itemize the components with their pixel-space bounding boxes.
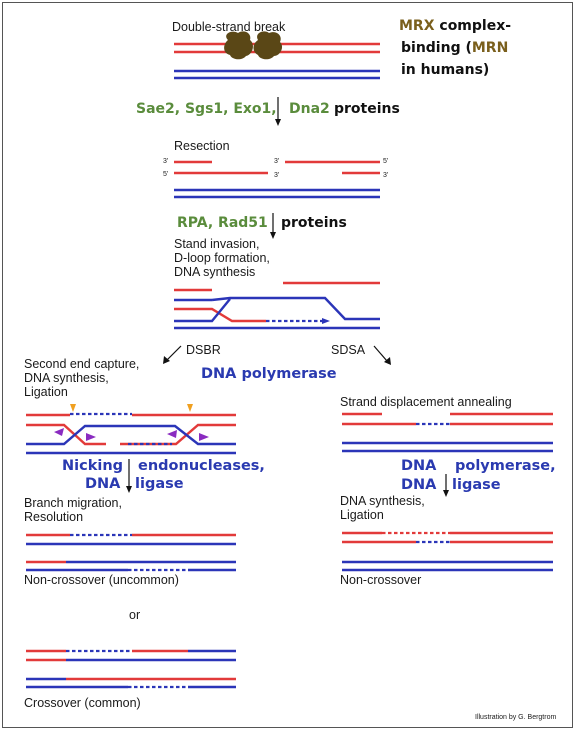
mrx-complex-blobs [224, 31, 283, 60]
non-crossover-product-dsbr [26, 533, 236, 572]
svg-text:Second end capture,: Second end capture, [24, 357, 139, 371]
d-loop-structure [174, 281, 380, 330]
svg-text:D-loop formation,: D-loop formation, [174, 251, 270, 265]
label-sdsa-synthesis: DNA synthesis, Ligation [340, 494, 425, 522]
svg-text:ligase: ligase [135, 476, 184, 492]
crossover-product [26, 649, 236, 689]
svg-text:Ligation: Ligation [340, 508, 384, 522]
label-or: or [129, 608, 140, 622]
nicking-ligase-annotation: Nicking endonucleases, DNA ligase [62, 458, 265, 492]
label-dsbr: DSBR [186, 343, 221, 357]
label-branch-migration: Branch migration, Resolution [24, 496, 122, 524]
svg-text:polymerase,: polymerase, [455, 458, 556, 474]
svg-text:DNA synthesis,: DNA synthesis, [24, 371, 109, 385]
svg-text:Ligation: Ligation [24, 385, 68, 399]
svg-text:endonucleases,: endonucleases, [138, 458, 265, 474]
label-resection: Resection [174, 139, 230, 153]
mrx-annotation: MRX complex- binding (MRN in humans) [399, 18, 511, 78]
dna-polymerase-annotation: DNA polymerase [201, 366, 337, 382]
label-sdsa: SDSA [331, 343, 366, 357]
svg-text:binding (MRN: binding (MRN [401, 40, 508, 56]
svg-text:ligase: ligase [452, 477, 501, 493]
label-noncrossover: Non-crossover [340, 573, 421, 587]
double-holliday-junction [26, 404, 236, 455]
svg-text:3': 3' [163, 158, 168, 165]
svg-text:Branch migration,: Branch migration, [24, 496, 122, 510]
label-second-end-capture: Second end capture, DNA synthesis, Ligat… [24, 357, 139, 399]
illustration-credit: Illustration by G. Bergtrom [475, 714, 556, 721]
label-invasion: Stand invasion, D-loop formation, DNA sy… [174, 237, 270, 279]
sdsa-annealed-duplex [342, 412, 553, 453]
svg-text:MRX complex-: MRX complex- [399, 18, 511, 34]
svg-text:Sae2, Sgs1, Exo1,: Sae2, Sgs1, Exo1, [136, 101, 277, 117]
svg-text:5': 5' [383, 158, 388, 165]
svg-text:3': 3' [383, 172, 388, 179]
resection-proteins-annotation: Sae2, Sgs1, Exo1, Dna2 proteins [136, 101, 400, 117]
svg-text:DNA: DNA [401, 477, 437, 493]
svg-text:in humans): in humans) [401, 62, 489, 78]
svg-text:3': 3' [274, 158, 279, 165]
svg-text:Nicking: Nicking [62, 458, 123, 474]
svg-text:DNA synthesis: DNA synthesis [174, 265, 255, 279]
svg-text:DNA: DNA [85, 476, 121, 492]
label-noncrossover-uncommon: Non-crossover (uncommon) [24, 573, 179, 587]
svg-text:3': 3' [274, 172, 279, 179]
non-crossover-product-sdsa [342, 531, 553, 572]
resected-duplex: 3' 5' 3' 3' 5' 3' [163, 158, 388, 199]
sdsa-polymerase-ligase-annotation: DNA polymerase, DNA ligase [401, 458, 556, 493]
svg-text:DNA synthesis,: DNA synthesis, [340, 494, 425, 508]
label-strand-displacement: Strand displacement annealing [340, 395, 512, 409]
label-dsb: Double-strand break [172, 20, 286, 34]
label-crossover: Crossover (common) [24, 696, 141, 710]
svg-text:proteins: proteins [281, 215, 347, 231]
svg-text:5': 5' [163, 171, 168, 178]
rpa-rad51-annotation: RPA, Rad51 proteins [177, 215, 347, 231]
svg-text:Resolution: Resolution [24, 510, 83, 524]
svg-text:Stand invasion,: Stand invasion, [174, 237, 259, 251]
svg-text:proteins: proteins [334, 101, 400, 117]
svg-text:Dna2: Dna2 [289, 101, 330, 117]
svg-text:RPA, Rad51: RPA, Rad51 [177, 215, 268, 231]
svg-text:DNA: DNA [401, 458, 437, 474]
